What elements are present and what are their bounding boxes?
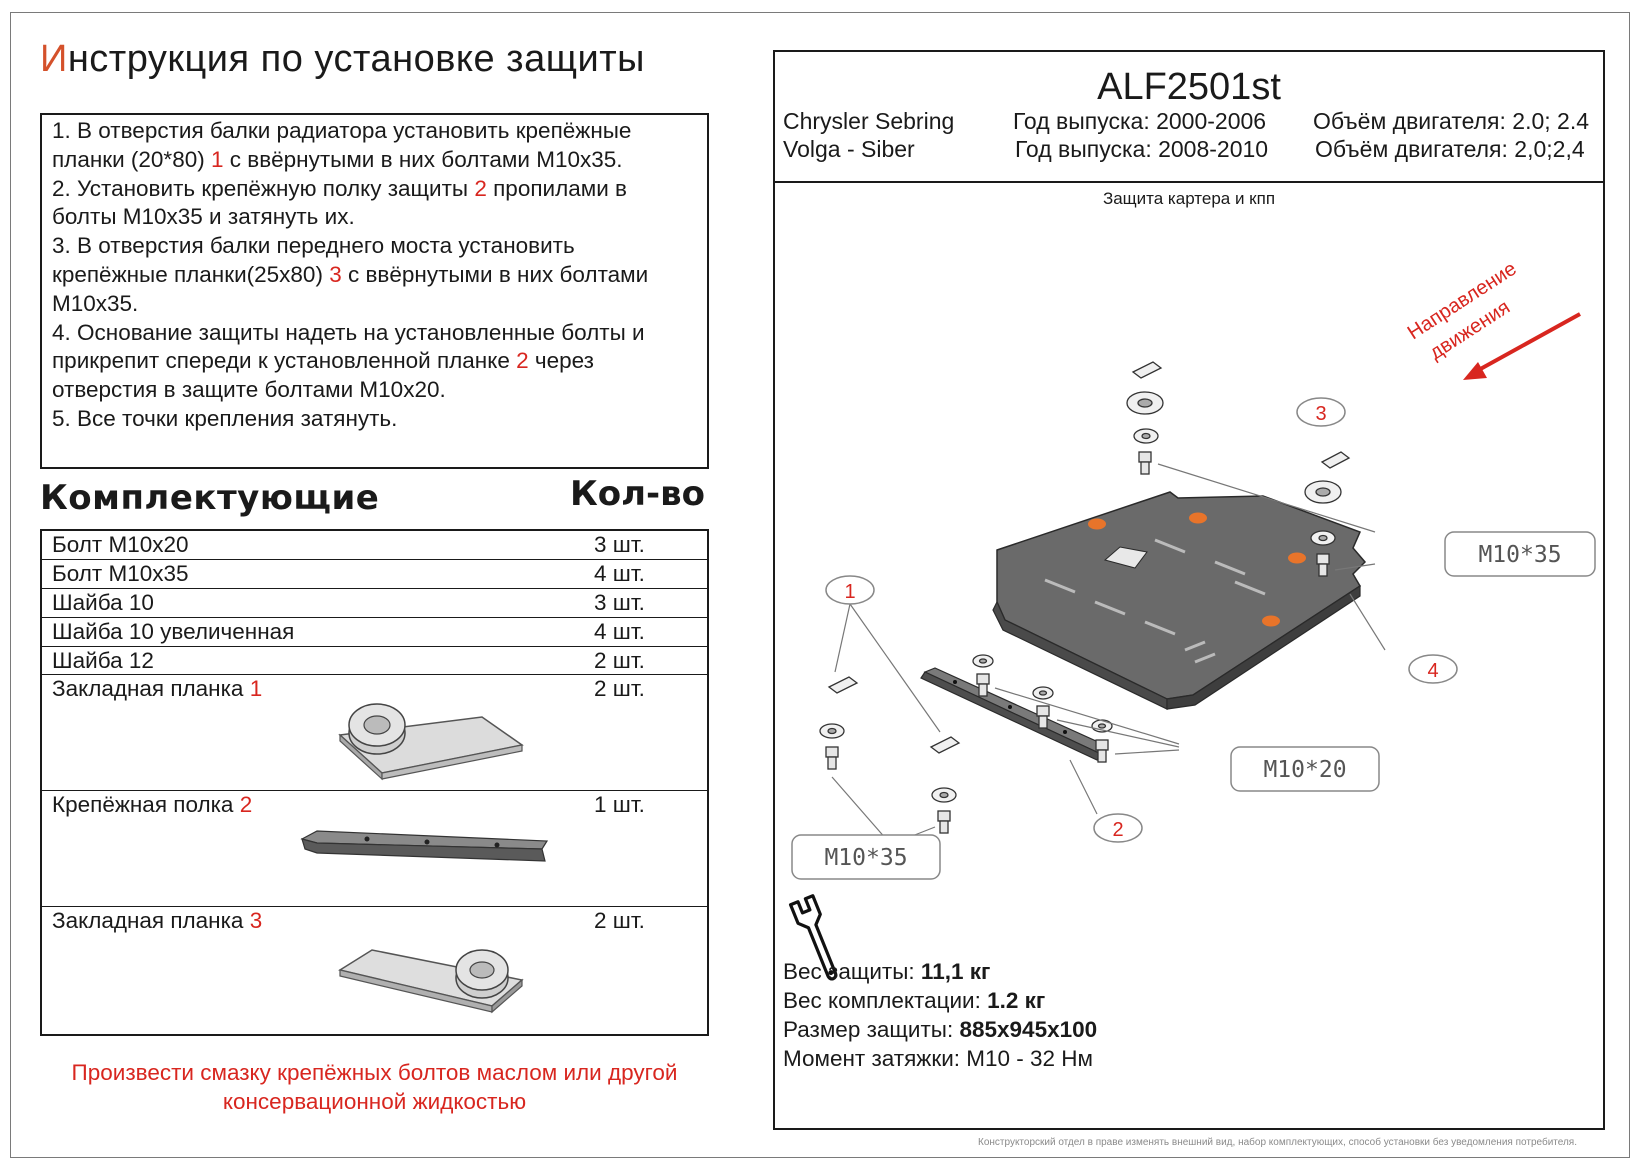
mount-hole-icon bbox=[1189, 512, 1207, 524]
leader-lines bbox=[831, 463, 1386, 843]
table-row: Закладная планка 3 2 шт. bbox=[42, 907, 707, 1034]
lubrication-note: Произвести смазку крепёжных болтов масло… bbox=[71, 1060, 678, 1114]
product-panel: ALF2501st Chrysler Sebring Год выпуска: … bbox=[773, 50, 1605, 1130]
svg-text:2: 2 bbox=[1112, 819, 1123, 841]
instruction-line: крепёжные планки(25х80) 3 с ввёрнутыми в… bbox=[52, 261, 649, 287]
instruction-line: 3. В отверстия балки переднего моста уст… bbox=[52, 233, 575, 259]
table-row: Шайба 10 увеличенная 4 шт. bbox=[42, 618, 707, 647]
direction-arrow-icon bbox=[1474, 312, 1581, 374]
kit-heading: Комплектующие bbox=[40, 478, 380, 518]
svg-text:4: 4 bbox=[1427, 660, 1438, 682]
mount-hole-icon bbox=[1262, 615, 1280, 627]
spec-size: Размер защиты: 885x945x100 bbox=[783, 1017, 1098, 1042]
bolt-label-m10x20: M10*20 bbox=[1230, 746, 1380, 792]
instruction-line: прикрепит спереди к установленной планке… bbox=[52, 348, 594, 374]
mounting-plate-1-icon bbox=[338, 703, 524, 781]
svg-text:M10*35: M10*35 bbox=[1478, 542, 1561, 568]
page-frame bbox=[10, 12, 1630, 1158]
callout-1: 1 bbox=[825, 575, 875, 605]
svg-text:M10*35: M10*35 bbox=[824, 845, 907, 871]
mount-hole-icon bbox=[1088, 518, 1106, 530]
bolt-label-m10x35-right: M10*35 bbox=[1444, 531, 1596, 577]
plates-and-washers bbox=[819, 361, 1351, 803]
spec-kit-weight: Вес комплектации: 1.2 кг bbox=[783, 988, 1046, 1013]
instruction-line: 4. Основание защиты надеть на установлен… bbox=[52, 319, 645, 345]
car-model: Chrysler Sebring bbox=[783, 108, 955, 134]
mounting-shelf-2-icon bbox=[300, 830, 549, 862]
qty-heading: Кол-во bbox=[570, 474, 706, 514]
svg-text:3: 3 bbox=[1315, 403, 1326, 425]
spec-weight: Вес защиты: 11,1 кг bbox=[783, 959, 991, 984]
footer-disclaimer: Конструкторский отдел в праве изменять в… bbox=[978, 1137, 1577, 1148]
callout-3: 3 bbox=[1296, 397, 1346, 427]
car-year: Год выпуска: 2000-2006 bbox=[1013, 108, 1267, 134]
wrench-icon bbox=[788, 894, 838, 981]
table-row: Шайба 10 3 шт. bbox=[42, 589, 707, 618]
svg-text:M10*20: M10*20 bbox=[1263, 757, 1346, 783]
bolt-label-m10x35-left: M10*35 bbox=[791, 834, 941, 880]
product-code: ALF2501st bbox=[1097, 66, 1281, 108]
car-year: Год выпуска: 2008-2010 bbox=[1015, 136, 1269, 162]
guard-plate bbox=[992, 491, 1367, 710]
instruction-line: планки (20*80) 1 с ввёрнутыми в них болт… bbox=[52, 146, 623, 172]
mount-hole-icon bbox=[1288, 552, 1306, 564]
diagram-subtitle: Защита картера и кпп bbox=[1102, 189, 1276, 208]
table-row: Крепёжная полка 2 1 шт. bbox=[42, 791, 707, 907]
header-divider bbox=[775, 181, 1603, 183]
car-engine: Объём двигателя: 2,0;2,4 bbox=[1315, 136, 1585, 162]
bolts bbox=[825, 451, 1330, 834]
title-first-letter: И bbox=[40, 38, 68, 80]
table-row: Болт М10х20 3 шт. bbox=[42, 531, 707, 560]
car-engine: Объём двигателя: 2.0; 2.4 bbox=[1313, 108, 1590, 134]
installation-diagram: Направление движения bbox=[788, 258, 1596, 981]
car-model: Volga - Siber bbox=[783, 136, 915, 162]
instruction-line: отверстия в защите болтами М10х20. bbox=[52, 377, 446, 403]
instruction-line: 5. Все точки крепления затянуть. bbox=[52, 405, 398, 431]
table-row: Болт М10х35 4 шт. bbox=[42, 560, 707, 589]
table-row: Закладная планка 1 2 шт. bbox=[42, 675, 707, 791]
spec-torque: Момент затяжки: М10 - 32 Нм bbox=[783, 1046, 1094, 1071]
instructions-box: 1. В отверстия балки радиатора установит… bbox=[40, 113, 709, 469]
arrow-head-icon bbox=[1463, 362, 1487, 380]
kit-table: Болт М10х20 3 шт. Болт М10х35 4 шт. Шайб… bbox=[40, 529, 709, 1036]
instruction-line: 1. В отверстия балки радиатора установит… bbox=[52, 118, 632, 143]
callout-2: 2 bbox=[1093, 813, 1143, 843]
mounting-plate-3-icon bbox=[338, 949, 524, 1014]
page-title: Инструкция по установке защиты bbox=[40, 38, 645, 81]
callout-4: 4 bbox=[1408, 654, 1458, 684]
instruction-line: М10х35. bbox=[52, 290, 139, 316]
svg-text:1: 1 bbox=[844, 581, 855, 603]
instruction-line: болты М10х35 и затянуть их. bbox=[52, 204, 355, 230]
table-row: Шайба 12 2 шт. bbox=[42, 647, 707, 675]
instruction-line: 2. Установить крепёжную полку защиты 2 п… bbox=[52, 175, 627, 201]
title-rest: нструкция по установке защиты bbox=[67, 38, 645, 80]
direction-indicator: Направление движения bbox=[1404, 258, 1581, 380]
